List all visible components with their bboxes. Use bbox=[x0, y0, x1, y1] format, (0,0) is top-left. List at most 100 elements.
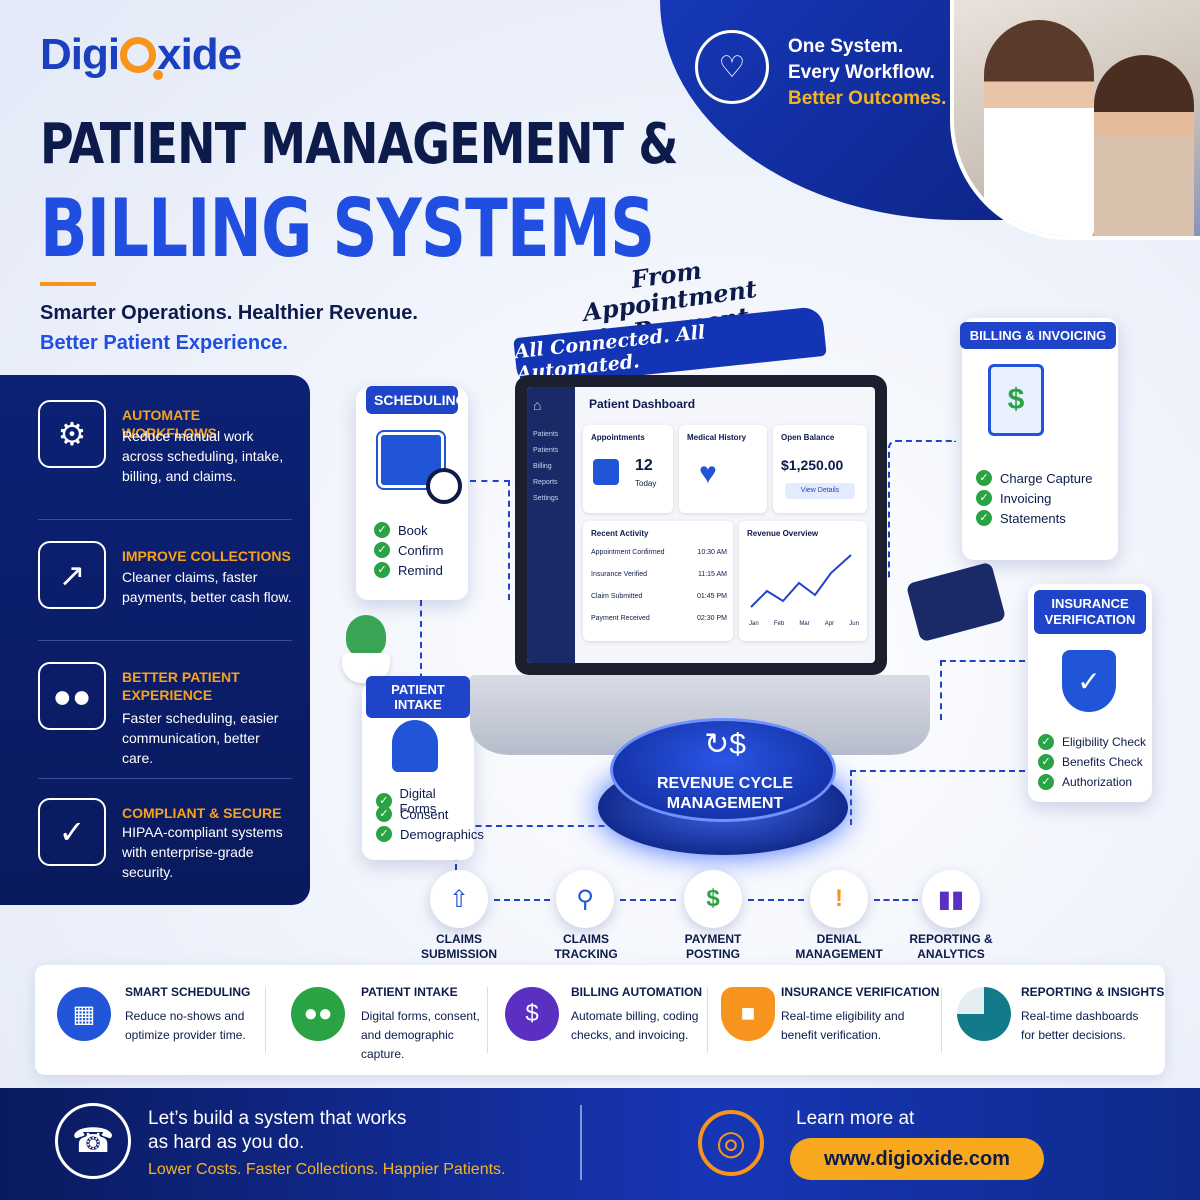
appointments-sub: Today bbox=[635, 479, 657, 488]
clock-icon bbox=[426, 468, 462, 504]
benefit-title: IMPROVE COLLECTIONS bbox=[122, 548, 291, 564]
benefit-title: COMPLIANT & SECURE bbox=[122, 805, 282, 821]
plant-decoration bbox=[336, 615, 396, 683]
bar-chart-icon[interactable]: ▮▮ bbox=[922, 870, 980, 928]
benefit-desc: HIPAA-compliant systems with enterprise-… bbox=[122, 824, 283, 880]
people-icon: ●● bbox=[38, 662, 106, 730]
feature-desc: Real-time dashboards for better decision… bbox=[1021, 1009, 1139, 1042]
people-icon: ●● bbox=[291, 987, 345, 1041]
shield-check-icon: ✓ bbox=[38, 798, 106, 866]
feature-desc: Automate billing, coding checks, and inv… bbox=[571, 1009, 699, 1042]
divider bbox=[38, 519, 292, 520]
dollar-icon[interactable]: $ bbox=[684, 870, 742, 928]
magnifier-icon[interactable]: ⚲ bbox=[556, 870, 614, 928]
medical-history-widget[interactable]: Medical History ♥ bbox=[679, 425, 767, 513]
benefit-automate-workflows: ⚙ AUTOMATE WORKFLOWS Reduce manual work … bbox=[38, 378, 293, 508]
divider bbox=[38, 778, 292, 779]
billing-title: BILLING & INVOICING bbox=[960, 322, 1116, 349]
divider bbox=[265, 987, 266, 1053]
tagline-line2: Better Patient Experience. bbox=[40, 332, 288, 354]
feature-title: INSURANCE VERIFICATION bbox=[781, 985, 940, 999]
divider bbox=[38, 640, 292, 641]
feature-title: REPORTING & INSIGHTS bbox=[1021, 985, 1165, 999]
connector bbox=[888, 440, 956, 580]
feature-desc: Reduce no-shows and optimize provider ti… bbox=[125, 1009, 246, 1042]
headline-line1: PATIENT MANAGEMENT & bbox=[40, 112, 678, 177]
user-icon bbox=[392, 720, 438, 772]
shield-icon: ✓ bbox=[1062, 650, 1116, 712]
check-item: ✓Eligibility Check bbox=[1038, 734, 1146, 750]
tagline-line1: Smarter Operations. Healthier Revenue. bbox=[40, 302, 418, 324]
billing-invoicing-card: BILLING & INVOICING $ ✓Charge Capture ✓I… bbox=[960, 318, 1118, 560]
growth-chart-icon: ↗ bbox=[38, 541, 106, 609]
benefit-improve-collections: ↗ IMPROVE COLLECTIONS Cleaner claims, fa… bbox=[38, 519, 293, 649]
benefit-desc: Reduce manual work across scheduling, in… bbox=[122, 428, 284, 484]
benefit-compliant-secure: ✓ COMPLIANT & SECURE HIPAA-compliant sys… bbox=[38, 776, 293, 906]
flow-arrow bbox=[748, 899, 804, 901]
footer-divider bbox=[580, 1105, 582, 1180]
feature-title: BILLING AUTOMATION bbox=[571, 985, 703, 999]
shield-lock-icon: ■ bbox=[721, 987, 775, 1041]
doctor-patient-photo bbox=[950, 0, 1200, 240]
check-item: ✓Invoicing bbox=[976, 490, 1051, 506]
flow-arrow bbox=[874, 899, 918, 901]
flow-arrow bbox=[494, 899, 550, 901]
scheduling-title: SCHEDULING bbox=[366, 386, 467, 414]
footer-line1: Let’s build a system that works bbox=[148, 1108, 407, 1129]
logo-o-mark bbox=[120, 37, 164, 80]
nav-item[interactable]: Billing bbox=[533, 463, 552, 470]
banner-line1: One System. bbox=[788, 36, 904, 57]
patient-dashboard-screen: ⌂ Patients Patients Billing Reports Sett… bbox=[527, 387, 875, 663]
divider bbox=[941, 987, 942, 1053]
revenue-cycle-button[interactable] bbox=[610, 718, 836, 822]
nav-item[interactable]: Reports bbox=[533, 479, 558, 486]
dashboard-title: Patient Dashboard bbox=[589, 397, 696, 411]
nav-item[interactable]: Patients bbox=[533, 431, 559, 438]
feature-desc: Real-time eligibility and benefit verifi… bbox=[781, 1009, 905, 1042]
home-icon[interactable]: ⌂ bbox=[533, 397, 542, 413]
check-item: ✓Consent bbox=[376, 806, 448, 822]
appointments-widget[interactable]: Appointments 12 Today bbox=[583, 425, 673, 513]
document-upload-icon[interactable]: ⇧ bbox=[430, 870, 488, 928]
patient-figure bbox=[1094, 55, 1194, 236]
check-item: ✓Charge Capture bbox=[976, 470, 1093, 486]
website-link[interactable]: www.digioxide.com bbox=[790, 1138, 1044, 1180]
footer-line3: Lower Costs. Faster Collections. Happier… bbox=[148, 1161, 506, 1178]
globe-icon: ◎ bbox=[698, 1110, 764, 1176]
care-heart-icon: ♡ bbox=[695, 30, 769, 104]
connector bbox=[850, 770, 1025, 825]
divider bbox=[487, 987, 488, 1053]
check-item: ✓Book bbox=[374, 522, 428, 538]
alert-badge-icon[interactable]: ! bbox=[810, 870, 868, 928]
feature-desc: Digital forms, consent, and demographic … bbox=[361, 1009, 480, 1061]
check-item: ✓Benefits Check bbox=[1038, 754, 1143, 770]
view-details-button[interactable]: View Details bbox=[785, 483, 855, 499]
nav-item[interactable]: Patients bbox=[533, 447, 559, 454]
check-item: ✓Digital Forms bbox=[376, 786, 474, 816]
benefit-title: AUTOMATE WORKFLOWS bbox=[122, 407, 217, 441]
scheduling-card: SCHEDULING ✓Book ✓Confirm ✓Remind bbox=[356, 386, 468, 600]
check-item: ✓Statements bbox=[976, 510, 1066, 526]
benefit-title: BETTER PATIENT EXPERIENCE bbox=[122, 669, 240, 703]
flow-arrow bbox=[620, 899, 676, 901]
open-balance-widget[interactable]: Open Balance $1,250.00 View Details bbox=[773, 425, 867, 513]
logo-text-xide: xide bbox=[157, 30, 242, 79]
check-item: ✓Demographics bbox=[376, 826, 484, 842]
feature-strip: ▦ SMART SCHEDULING Reduce no-shows and o… bbox=[35, 965, 1165, 1075]
phone-icon[interactable]: ☎ bbox=[55, 1103, 131, 1179]
nav-item[interactable]: Settings bbox=[533, 495, 559, 502]
